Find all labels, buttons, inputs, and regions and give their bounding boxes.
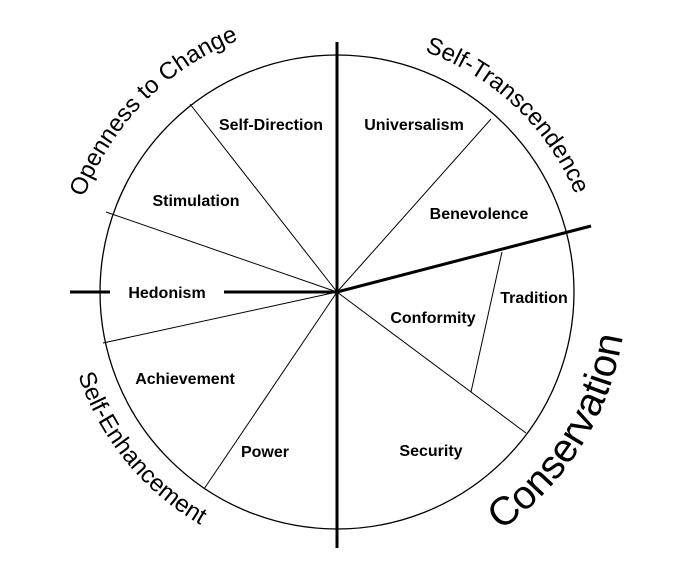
dimension-openness-to-change: Openness to Change [64, 21, 241, 200]
dimension-self-transcendence: Self-Transcendence [422, 32, 594, 197]
label-power: Power [241, 444, 289, 461]
label-tradition: Tradition [500, 290, 568, 307]
dimension-conservation: Conservation [479, 330, 631, 538]
divider-selfdirection-stimulation [189, 103, 338, 293]
dimension-openness-text: Openness to Change [64, 21, 241, 200]
label-universalism: Universalism [364, 117, 464, 134]
dimension-self-enhancement-text: Self-Enhancement [72, 368, 211, 530]
divider-conformity-security [336, 291, 527, 434]
divider-universalism-benevolence [336, 118, 492, 293]
dimension-conservation-text: Conservation [479, 330, 631, 538]
divider-achievement-power [203, 291, 338, 490]
label-stimulation: Stimulation [152, 193, 239, 210]
label-self-direction: Self-Direction [219, 117, 323, 134]
conservation-divider-line [336, 224, 592, 294]
divider-stimulation-hedonism [105, 211, 338, 293]
divider-hedonism-achievement [102, 291, 338, 344]
dimension-self-transcendence-text: Self-Transcendence [422, 32, 594, 197]
dimension-self-enhancement: Self-Enhancement [72, 368, 211, 530]
label-hedonism: Hedonism [128, 285, 205, 302]
label-benevolence: Benevolence [430, 206, 529, 223]
divider-tradition-conformity [470, 251, 503, 393]
label-achievement: Achievement [135, 371, 235, 388]
label-conformity: Conformity [390, 310, 475, 327]
label-security: Security [399, 443, 462, 460]
